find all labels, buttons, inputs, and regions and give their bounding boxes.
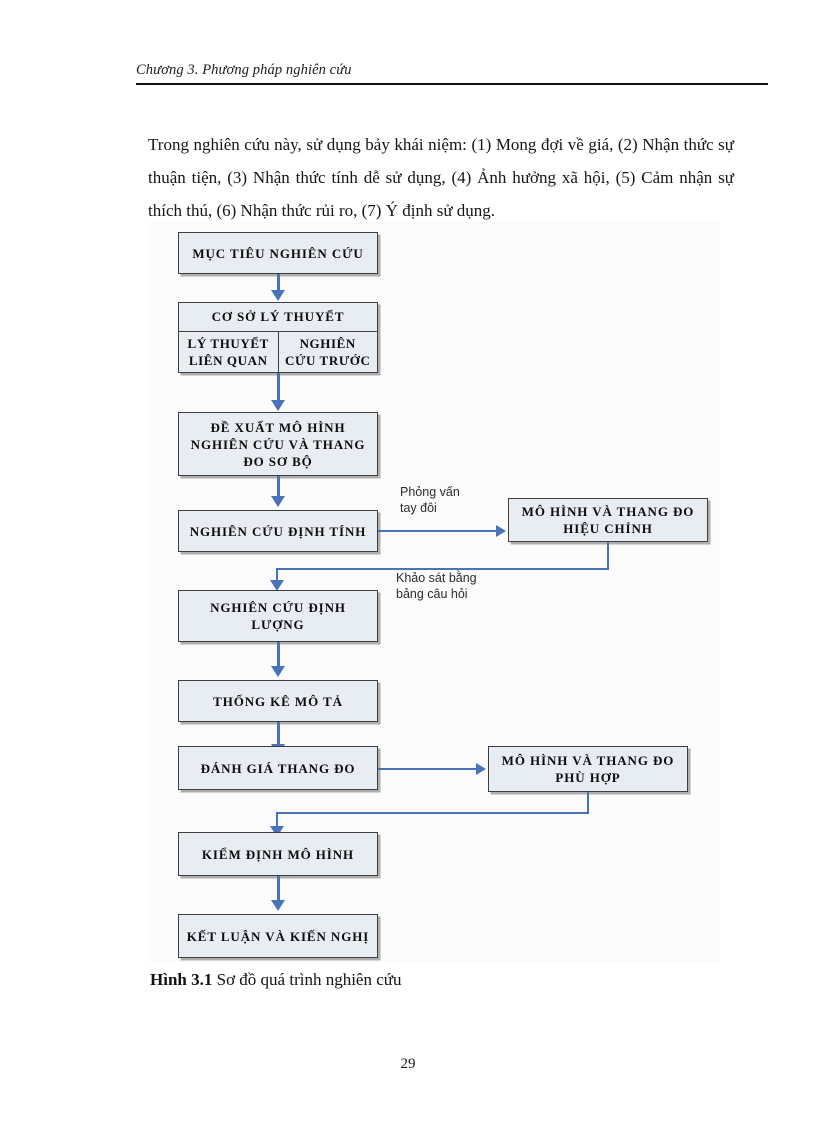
connector-fit-model-down <box>587 792 589 814</box>
figure-caption-text: Sơ đồ quá trình nghiên cứu <box>212 970 402 989</box>
connector-adjusted-left <box>276 568 609 570</box>
arrow-adjusted-to-quantitative <box>270 580 284 591</box>
connector-proposal-to-qualitative <box>276 476 280 500</box>
connector-test-to-conclusion <box>276 876 280 904</box>
theoretical-basis-cells: LÝ THUYẾT LIÊN QUAN NGHIÊN CỨU TRƯỚC <box>179 332 377 372</box>
node-conclusion[interactable]: KẾT LUẬN VÀ KIẾN NGHỊ <box>178 914 378 958</box>
connector-quantitative-to-descriptive <box>276 642 280 670</box>
figure-caption-label: Hình 3.1 <box>150 970 213 989</box>
page-header: Chương 3. Phương pháp nghiên cứu <box>136 62 768 85</box>
node-previous-research[interactable]: NGHIÊN CỨU TRƯỚC <box>285 336 371 368</box>
arrow-scale-eval-to-fit-model <box>476 763 486 775</box>
figure-caption: Hình 3.1 Sơ đồ quá trình nghiên cứu <box>150 970 401 990</box>
node-fit-model[interactable]: MÔ HÌNH VÀ THANG ĐO PHÙ HỢP <box>488 746 688 792</box>
arrow-proposal-to-qualitative <box>271 496 285 507</box>
connector-fit-model-left <box>276 812 589 814</box>
node-descriptive-statistics[interactable]: THỐNG KÊ MÔ TẢ <box>178 680 378 722</box>
arrow-objective-to-theory <box>271 290 285 301</box>
connector-adjusted-into-quantitative <box>276 568 278 588</box>
arrow-fit-model-to-test <box>270 826 284 837</box>
connector-qualitative-to-adjusted <box>378 530 498 532</box>
arrow-theory-to-proposal <box>271 400 285 411</box>
connector-descriptive-to-scale-eval <box>276 722 280 748</box>
chapter-header-text: Chương 3. Phương pháp nghiên cứu <box>136 62 352 78</box>
node-quantitative-research[interactable]: NGHIÊN CỨU ĐỊNH LƯỢNG <box>178 590 378 642</box>
connector-adjusted-down <box>607 542 609 570</box>
node-qualitative-research[interactable]: NGHIÊN CỨU ĐỊNH TÍNH <box>178 510 378 552</box>
connector-fit-model-into-test <box>276 812 278 834</box>
node-research-objective[interactable]: MỤC TIÊU NGHIÊN CỨU <box>178 232 378 274</box>
node-theoretical-basis[interactable]: CƠ SỞ LÝ THUYẾT LÝ THUYẾT LIÊN QUAN NGHI… <box>178 302 378 373</box>
edge-label-interview: Phỏng vấn tay đôi <box>400 485 460 515</box>
connector-theory-to-proposal <box>276 373 280 402</box>
node-related-theory[interactable]: LÝ THUYẾT LIÊN QUAN <box>179 332 279 372</box>
intro-paragraph: Trong nghiên cứu này, sử dụng bảy khái n… <box>148 135 734 220</box>
node-theoretical-basis-title: CƠ SỞ LÝ THUYẾT <box>179 303 377 332</box>
page-number: 29 <box>400 1056 416 1072</box>
header-rule <box>136 83 768 85</box>
edge-label-survey: Khảo sát bằng bảng câu hỏi <box>396 571 477 601</box>
arrow-qualitative-to-adjusted <box>496 525 506 537</box>
arrow-test-to-conclusion <box>271 900 285 911</box>
connector-scale-eval-to-fit-model <box>378 768 478 770</box>
node-model-testing[interactable]: KIỂM ĐỊNH MÔ HÌNH <box>178 832 378 876</box>
node-proposed-model[interactable]: ĐỀ XUẤT MÔ HÌNH NGHIÊN CỨU VÀ THANG ĐO S… <box>178 412 378 476</box>
connector-objective-to-theory <box>276 274 280 292</box>
arrow-quantitative-to-descriptive <box>271 666 285 677</box>
research-process-flowchart: MỤC TIÊU NGHIÊN CỨU CƠ SỞ LÝ THUYẾT LÝ T… <box>148 222 720 962</box>
node-adjusted-model[interactable]: MÔ HÌNH VÀ THANG ĐO HIỆU CHỈNH <box>508 498 708 542</box>
node-scale-evaluation[interactable]: ĐÁNH GIÁ THANG ĐO <box>178 746 378 790</box>
